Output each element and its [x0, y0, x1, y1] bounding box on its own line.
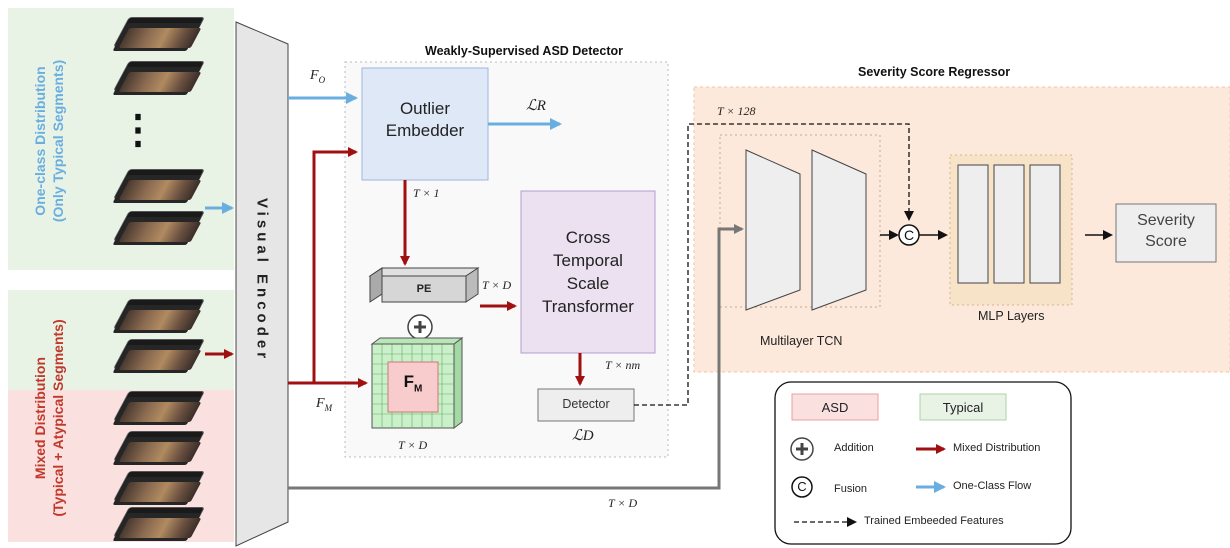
severity-score-label: Severity Score	[1116, 210, 1216, 252]
fo-input-label: FO	[310, 68, 325, 85]
dim-t1: T × 1	[413, 186, 440, 200]
tcn-label: Multilayer TCN	[760, 334, 843, 348]
visual-encoder-shape	[235, 21, 289, 547]
mlp-layer-3	[1029, 164, 1061, 284]
legend-typical-label: Typical	[942, 400, 984, 415]
mlp-label: MLP Layers	[978, 309, 1045, 323]
mlp-layer-2	[993, 164, 1025, 284]
fm-to-embedder-arrow	[288, 147, 358, 385]
pe-bar-front	[381, 275, 467, 303]
dim-tnm: T × nm	[605, 358, 641, 372]
pe-label: PE	[416, 283, 432, 295]
pe-bar-side2	[465, 267, 479, 303]
fusion-label: C	[903, 227, 915, 243]
fm-sub: M	[324, 402, 333, 413]
dim-td-pe: T × D	[482, 278, 512, 292]
dim-td-encoder: T × D	[608, 496, 638, 510]
ellipsis: ⋮	[118, 108, 158, 152]
loss-d-label: ℒD	[572, 428, 594, 444]
pe-bar-top	[368, 267, 480, 277]
tcn-layer-1	[745, 149, 801, 311]
legend-fusion-icon	[791, 476, 813, 498]
fo-main: F	[310, 68, 319, 83]
legend-fusion-label: Fusion	[834, 483, 868, 495]
tcn-container	[719, 134, 881, 308]
tcn-layer-2	[811, 149, 867, 311]
dim-td-grid: T × D	[398, 438, 428, 452]
fo-sub: O	[318, 74, 326, 85]
encoder-to-tcn-path	[288, 224, 744, 490]
outlier-embedder-box	[361, 67, 489, 181]
transformer-box	[520, 190, 656, 354]
legend-box	[774, 381, 1072, 545]
transformer-text: Cross Temporal Scale Transformer	[542, 228, 634, 316]
trained-features-path	[634, 123, 914, 406]
legend-trained-label: Trained Embeeded Features	[864, 515, 1004, 527]
legend-asd-swatch	[791, 393, 879, 421]
detector-box	[537, 388, 635, 422]
fm-main: F	[316, 396, 325, 411]
legend-one-class-label: One-Class Flow	[953, 480, 1032, 492]
transformer-label: Cross Temporal Scale Transformer	[521, 226, 655, 318]
severity-score-text: Severity Score	[1137, 212, 1195, 250]
severity-score-box	[1115, 203, 1217, 263]
visual-encoder-label: Visual Encoder	[253, 197, 271, 363]
outlier-embedder-text: Outlier Embedder	[385, 99, 465, 140]
legend-fusion-c: C	[797, 479, 807, 494]
outlier-embedder-label: Outlier Embedder	[362, 98, 488, 142]
regressor-title: Severity Score Regressor	[858, 65, 1011, 79]
detector-title: Weakly-Supervised ASD Detector	[425, 44, 623, 58]
mlp-layer-1	[957, 164, 989, 284]
legend-mixed-label: Mixed Distribution	[953, 442, 1041, 454]
loss-r-label: ℒR	[526, 98, 546, 114]
fm-input-label: FM	[316, 396, 332, 413]
legend-addition-label: Addition	[834, 442, 874, 454]
fm-label: FM	[388, 372, 438, 394]
fm-label-sub: M	[414, 383, 423, 395]
fm-label-main: F	[403, 372, 415, 391]
legend-typical-swatch	[919, 393, 1007, 421]
dim-t128: T × 128	[717, 104, 756, 118]
detector-label: Detector	[562, 397, 610, 411]
legend-asd-label: ASD	[821, 400, 849, 415]
